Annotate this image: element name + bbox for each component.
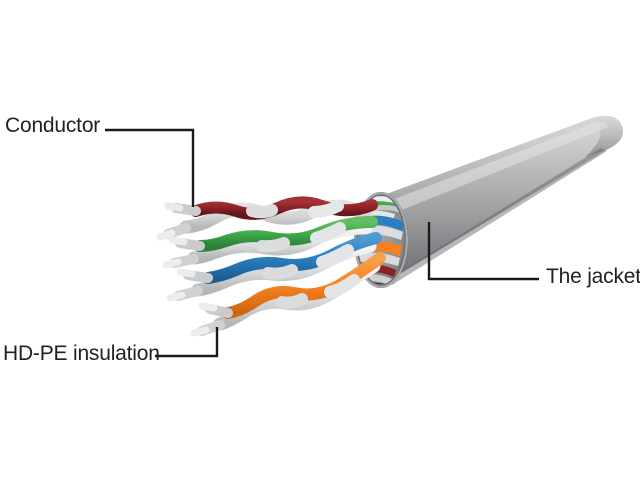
- green-white-conductor-tip: [162, 258, 182, 269]
- orange-cross-2: [276, 293, 308, 309]
- blue-cross-2: [262, 264, 298, 280]
- brown-conductor-tip: [164, 202, 184, 212]
- core-white-top2: [371, 205, 404, 214]
- leader-lines: [105, 128, 539, 358]
- brown-white-conductor-tip: [156, 229, 176, 241]
- core-white-blue: [365, 225, 403, 240]
- brown-cross-2: [246, 204, 278, 219]
- blue-cross-1: [316, 244, 354, 268]
- jacket-body: [359, 115, 623, 285]
- orange-white-conductor-tip: [190, 326, 210, 337]
- label-hdpe-insulation: HD-PE insulation: [3, 342, 160, 365]
- jacket-shadow: [390, 148, 607, 285]
- cable-jacket: [359, 115, 623, 285]
- leader-line-jacket: [427, 222, 539, 281]
- jacket-tip: [585, 115, 623, 157]
- label-conductor: Conductor: [5, 114, 101, 137]
- green-pair: [162, 216, 378, 269]
- green-cross-1: [310, 222, 346, 244]
- leader-line-conductor: [105, 128, 195, 207]
- green-conductor-tip: [168, 236, 188, 246]
- leader-line-hdpe: [155, 327, 219, 358]
- blue-white-conductor-tip: [166, 291, 186, 302]
- orange-cross-1: [324, 274, 360, 298]
- orange-pair: [190, 252, 386, 337]
- core-wire-sections: [357, 196, 404, 285]
- brown-cross-1: [308, 200, 344, 218]
- blue-pair: [166, 232, 382, 302]
- jacket-highlight: [384, 122, 608, 214]
- blue-conductor-tip: [176, 268, 196, 278]
- orange-conductor-tip: [198, 302, 218, 312]
- brown-pair: [156, 196, 378, 241]
- label-jacket: The jacket: [546, 265, 640, 288]
- green-cross-2: [256, 237, 290, 253]
